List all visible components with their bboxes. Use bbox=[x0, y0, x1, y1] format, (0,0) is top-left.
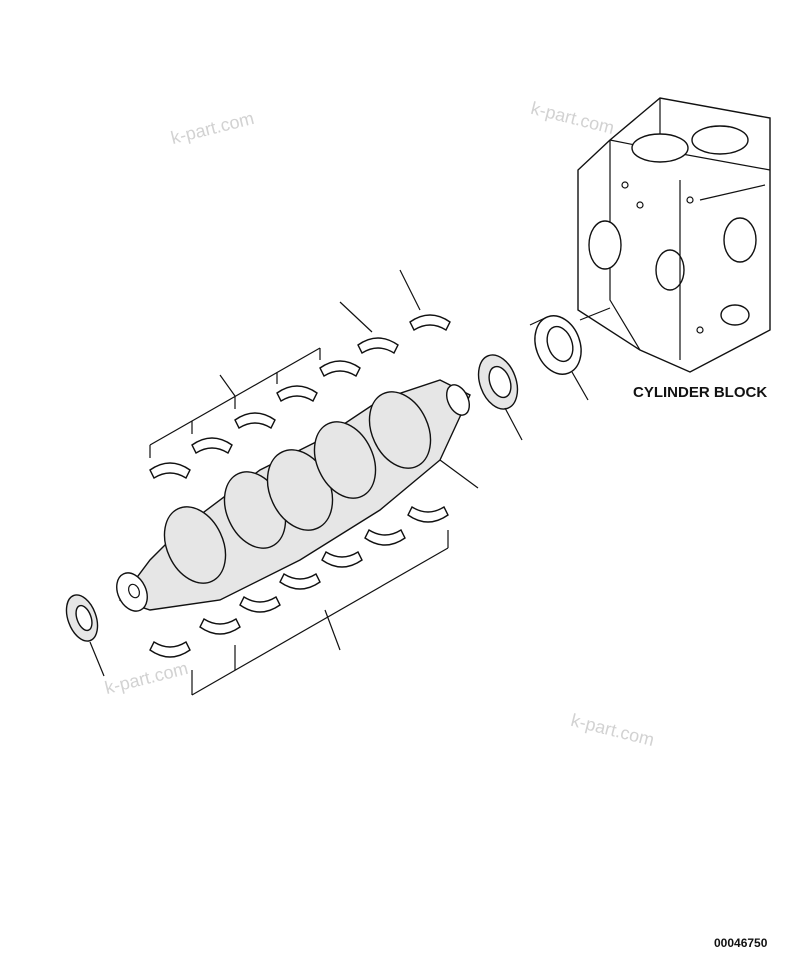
crankshaft bbox=[116, 379, 479, 612]
lower-main-bearings bbox=[149, 505, 449, 696]
upper-main-bearings bbox=[149, 347, 361, 480]
crank-gear-front bbox=[65, 594, 105, 677]
cylinder-block-label: CYLINDER BLOCK bbox=[633, 384, 768, 401]
crank-gear-rear bbox=[477, 354, 523, 441]
document-number: 00046750 bbox=[714, 936, 768, 950]
rear-oil-seal bbox=[529, 307, 611, 401]
cylinder-block bbox=[577, 97, 771, 373]
thrust-bearings bbox=[339, 269, 451, 355]
